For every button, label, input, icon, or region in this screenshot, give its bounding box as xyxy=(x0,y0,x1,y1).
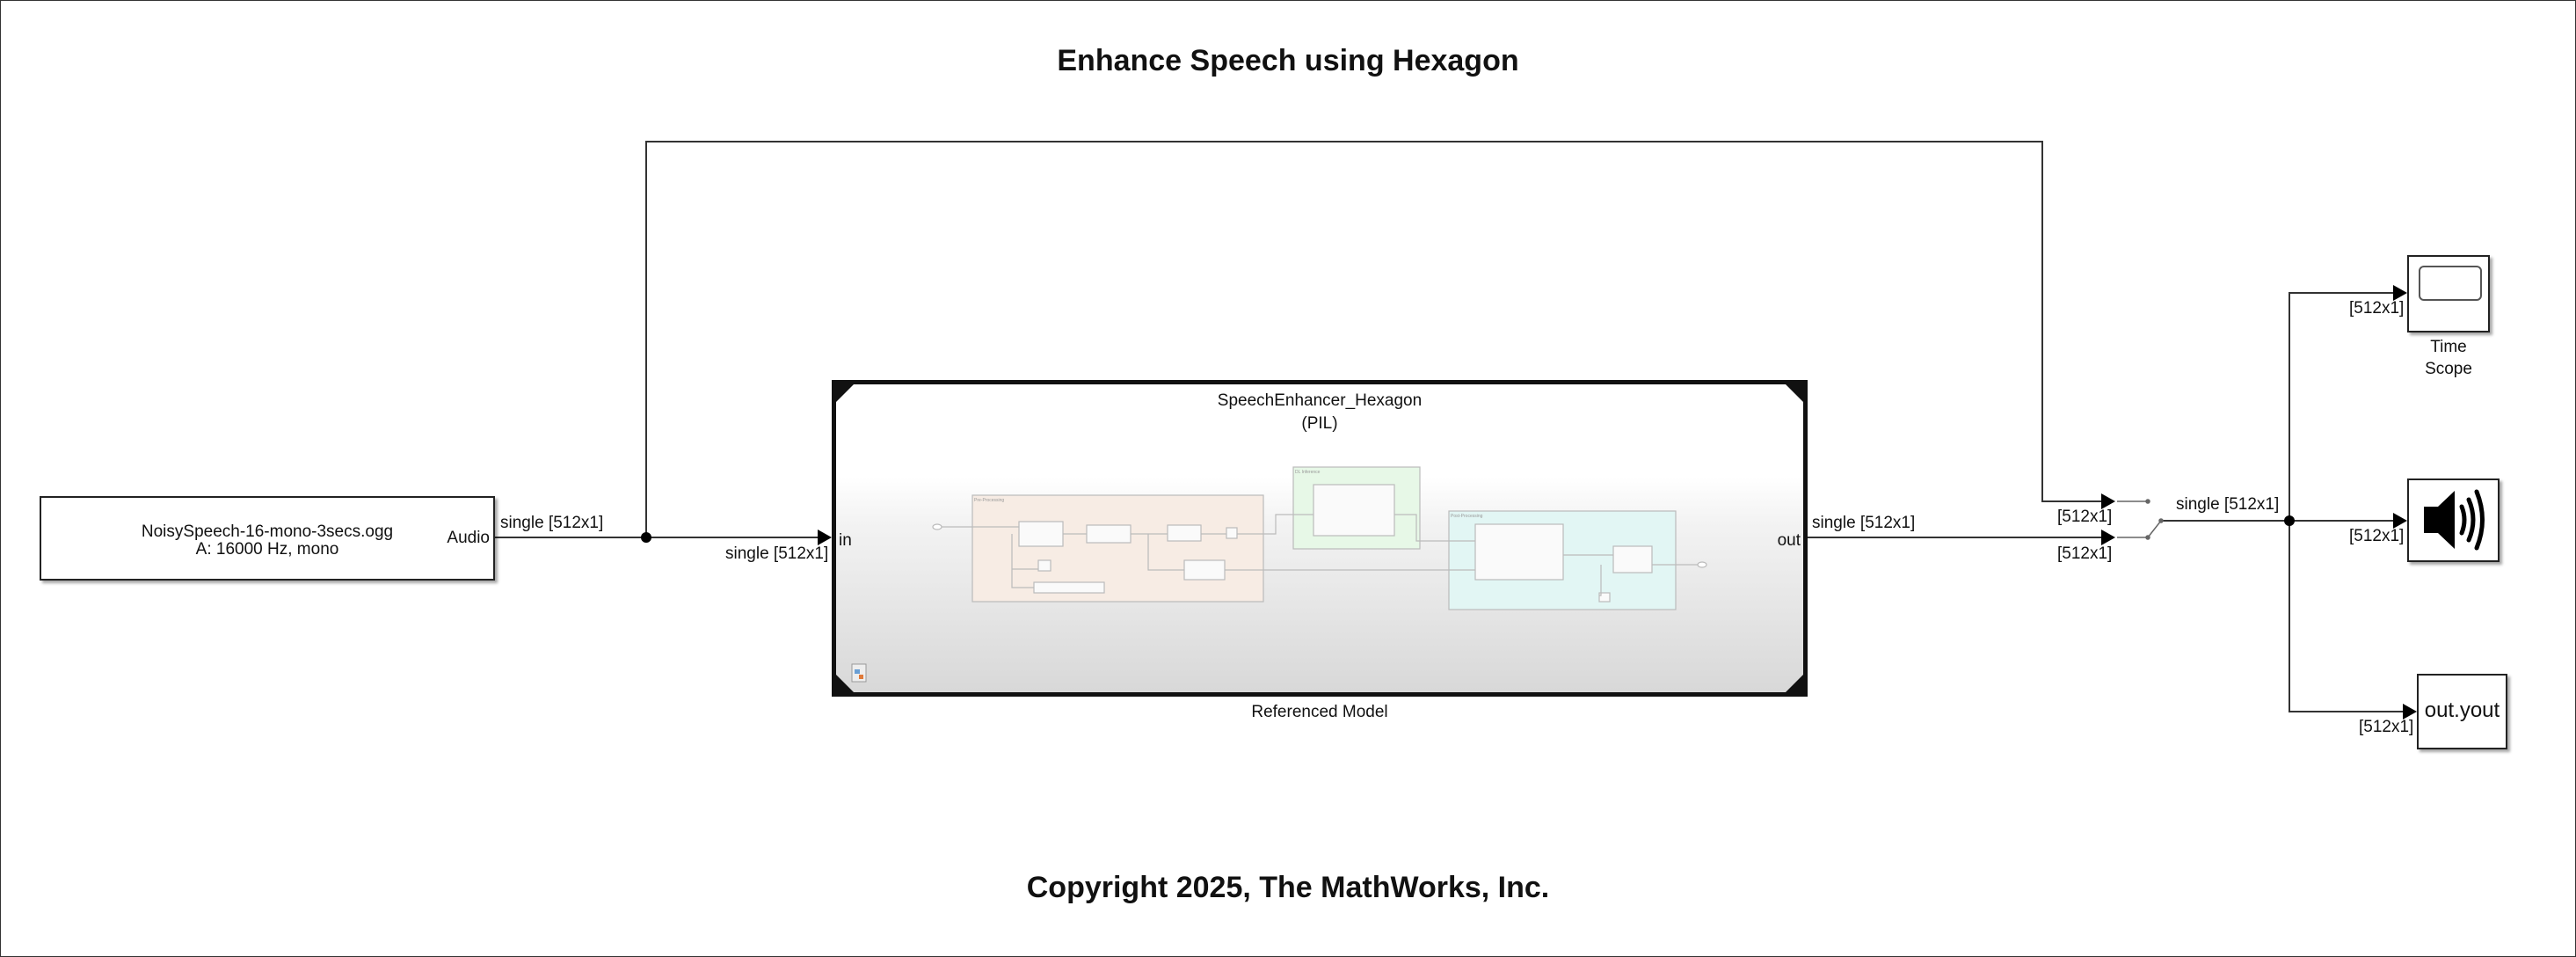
to-workspace-block[interactable]: out.yout xyxy=(2417,674,2507,749)
arrow-scope xyxy=(2393,285,2407,301)
signal-label: single [512x1] xyxy=(2176,495,2280,514)
copyright-text: Copyright 2025, The MathWorks, Inc. xyxy=(1026,871,1550,904)
model-in-port: in xyxy=(839,531,852,550)
signal-label: [512x1] xyxy=(2057,544,2113,563)
signal-label: [512x1] xyxy=(2359,718,2414,736)
audio-file-source-block[interactable]: NoisySpeech-16-mono-3secs.ogg A: 16000 H… xyxy=(40,496,495,581)
scope-icon xyxy=(2419,266,2482,301)
arrow-speaker xyxy=(2393,513,2407,529)
scope-label: Time xyxy=(2430,338,2467,356)
arrow-yout xyxy=(2403,704,2417,720)
signal-label: [512x1] xyxy=(2057,508,2113,526)
model-out-port: out xyxy=(1777,531,1801,550)
model-caption: Referenced Model xyxy=(1251,703,1388,721)
branch-point xyxy=(2284,515,2295,526)
subsystem-label: Post-Processing xyxy=(1451,514,1483,519)
time-scope-block[interactable] xyxy=(2407,255,2490,332)
signal-label: single [512x1] xyxy=(725,544,829,563)
yout-label: out.yout xyxy=(2424,698,2500,722)
diagram-title: Enhance Speech using Hexagon xyxy=(1057,44,1519,77)
wire-feedback xyxy=(645,141,2101,537)
speaker-icon xyxy=(2424,489,2485,551)
source-file-info: A: 16000 Hz, mono xyxy=(195,540,339,559)
subsystem-label: Pre-Processing xyxy=(974,498,1004,503)
audio-device-writer-block[interactable] xyxy=(2407,478,2500,562)
source-port-label: Audio xyxy=(447,529,490,547)
signal-label: [512x1] xyxy=(2349,527,2405,545)
wire-to-yout xyxy=(2289,521,2403,712)
scope-label: Scope xyxy=(2425,360,2472,378)
model-name: SpeechEnhancer_Hexagon xyxy=(1217,391,1423,410)
signal-label: single [512x1] xyxy=(1812,514,1916,532)
branch-point xyxy=(641,532,651,543)
signal-label: single [512x1] xyxy=(500,514,604,532)
arrow-switch-in1 xyxy=(2101,493,2115,509)
source-file-name: NoisySpeech-16-mono-3secs.ogg xyxy=(141,522,394,541)
arrow-model-in xyxy=(818,530,832,545)
model-thumbnail: Pre-Processing DL Inference Post-Process… xyxy=(836,384,1803,692)
subsystem-label: DL Inference xyxy=(1295,470,1321,475)
manual-switch-icon xyxy=(2117,499,2164,540)
arrow-switch-in2 xyxy=(2101,530,2115,545)
model-reference-block[interactable]: Pre-Processing DL Inference Post-Process… xyxy=(832,380,1808,697)
model-reference-icon xyxy=(851,663,867,683)
wire-to-scope xyxy=(2289,292,2393,521)
model-sim-mode: (PIL) xyxy=(1301,414,1338,433)
signal-label: [512x1] xyxy=(2349,299,2405,318)
